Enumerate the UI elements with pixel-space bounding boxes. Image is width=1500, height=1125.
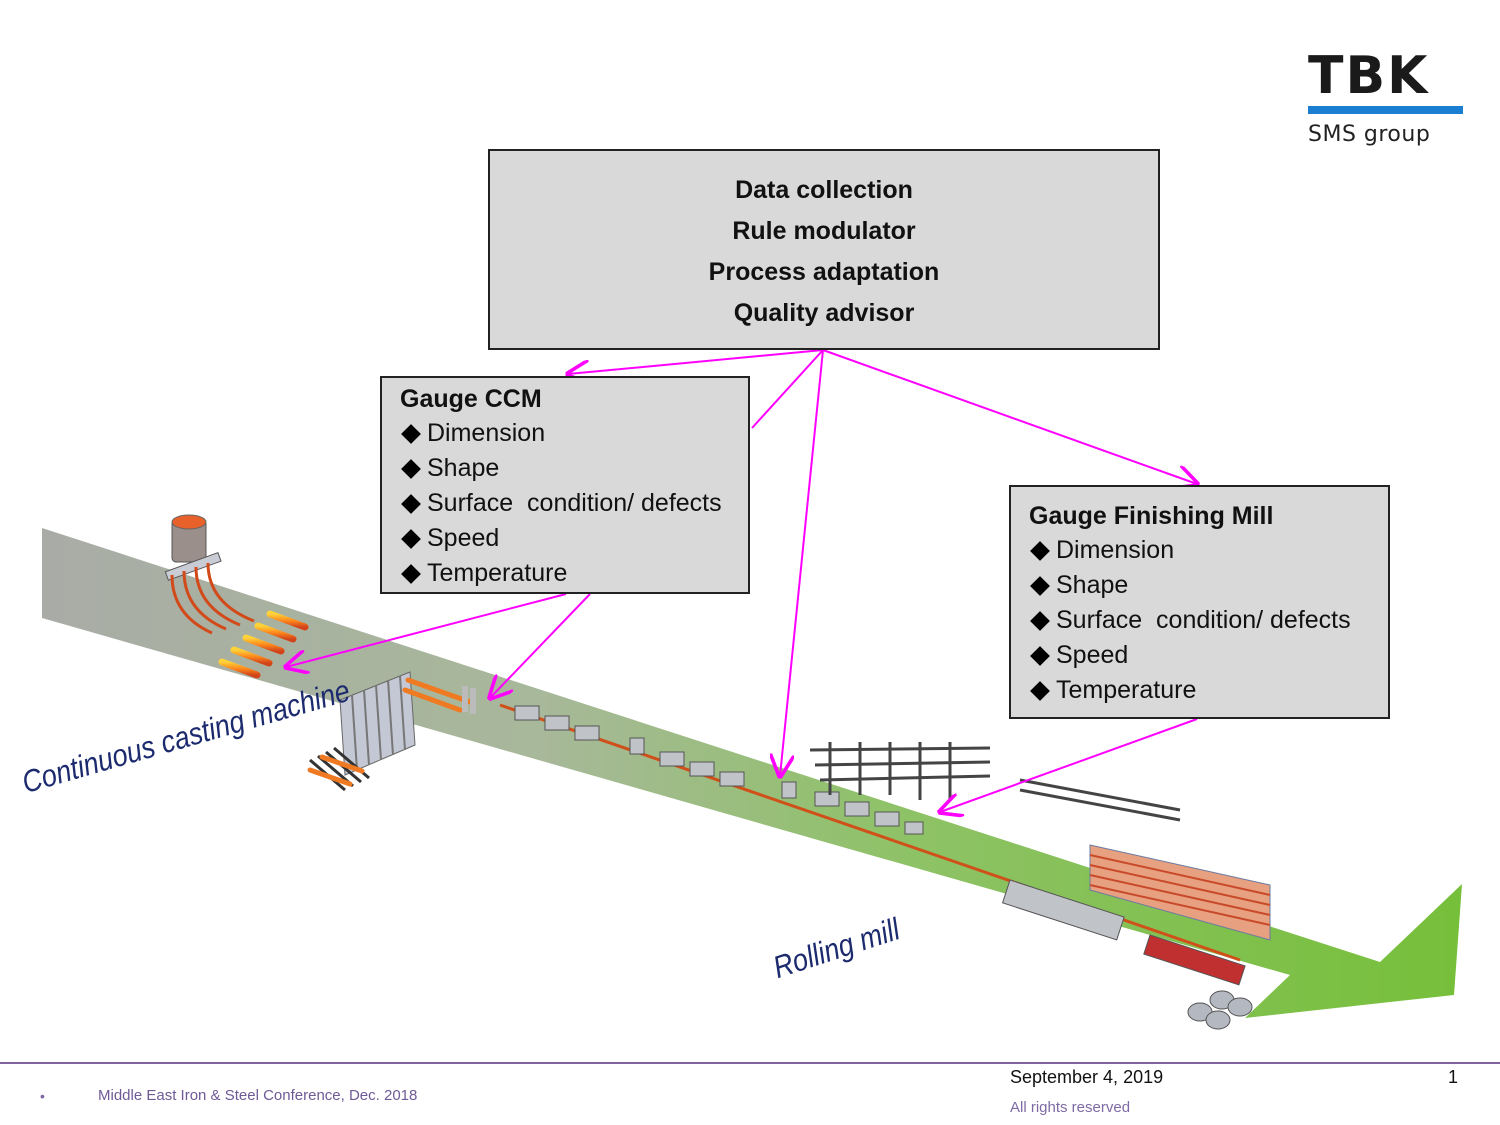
list-item: Speed bbox=[400, 521, 748, 556]
diamond-bullet-icon bbox=[1030, 540, 1050, 561]
gauge-finishing-mill-title: Gauge Finishing Mill bbox=[1029, 502, 1274, 530]
list-item-label: Temperature bbox=[427, 559, 568, 587]
list-item: Temperature bbox=[1029, 673, 1388, 708]
arrow-to-ccm-line bbox=[751, 349, 824, 429]
gauge-ccm-title: Gauge CCM bbox=[400, 385, 542, 413]
function-rule-modulator: Rule modulator bbox=[732, 217, 916, 245]
wire-coils-icon bbox=[1187, 990, 1253, 1030]
gauge-finishing-mill-box: Gauge Finishing Mill Dimension Shape Sur… bbox=[1009, 485, 1390, 719]
function-process-adaptation: Process adaptation bbox=[708, 258, 940, 286]
diamond-bullet-icon bbox=[401, 528, 421, 549]
list-item: Dimension bbox=[400, 416, 748, 451]
gauge-ccm-box: Gauge CCM Dimension Shape Surface condit… bbox=[380, 376, 750, 594]
diamond-bullet-icon bbox=[1030, 610, 1050, 631]
list-item: Speed bbox=[1029, 638, 1388, 673]
footer-divider bbox=[0, 1062, 1500, 1064]
list-item: Shape bbox=[400, 451, 748, 486]
diamond-bullet-icon bbox=[1030, 575, 1050, 596]
cooling-bed-icon bbox=[809, 742, 1181, 822]
arrow-to-rolling-stand bbox=[780, 349, 824, 776]
footer-date: September 4, 2019 bbox=[1010, 1067, 1164, 1087]
function-data-collection: Data collection bbox=[735, 176, 913, 204]
list-item-label: Surface condition/ defects bbox=[1056, 606, 1351, 634]
list-item: Shape bbox=[1029, 568, 1388, 603]
list-item-label: Dimension bbox=[427, 419, 546, 447]
list-item-label: Dimension bbox=[1056, 536, 1175, 564]
list-item: Dimension bbox=[1029, 533, 1388, 568]
list-item-label: Shape bbox=[1056, 571, 1129, 599]
list-item: Surface condition/ defects bbox=[1029, 603, 1388, 638]
diamond-bullet-icon bbox=[1030, 680, 1050, 701]
list-item-label: Surface condition/ defects bbox=[427, 489, 722, 517]
logo-divider-bar bbox=[1308, 106, 1463, 114]
list-item-label: Speed bbox=[427, 524, 500, 552]
footer-rights: All rights reserved bbox=[1010, 1099, 1131, 1116]
list-item-label: Temperature bbox=[1056, 676, 1197, 704]
casting-machine-icon bbox=[164, 514, 309, 679]
function-quality-advisor: Quality advisor bbox=[733, 299, 915, 327]
slide-number: 1 bbox=[1448, 1067, 1459, 1087]
list-item-label: Speed bbox=[1056, 641, 1129, 669]
diamond-bullet-icon bbox=[1030, 645, 1050, 666]
diamond-bullet-icon bbox=[401, 458, 421, 479]
arrow-ccm-to-billets bbox=[286, 593, 567, 667]
list-item: Temperature bbox=[400, 556, 748, 591]
arrow-to-gauge-ccm bbox=[568, 349, 824, 374]
diamond-bullet-icon bbox=[401, 563, 421, 584]
arrow-to-gauge-finishing-mill bbox=[822, 349, 1197, 484]
diamond-bullet-icon bbox=[401, 423, 421, 444]
central-functions-box: Data collection Rule modulator Process a… bbox=[488, 149, 1160, 350]
list-item-label: Shape bbox=[427, 454, 500, 482]
footer-bullet: • bbox=[40, 1088, 45, 1104]
diamond-bullet-icon bbox=[401, 493, 421, 514]
arrow-fm-to-mill bbox=[940, 718, 1198, 812]
reheating-furnace-icon bbox=[307, 671, 476, 792]
data-flow-arrows bbox=[286, 349, 1198, 812]
tbk-sms-logo: TBK SMS group bbox=[1308, 50, 1463, 147]
logo-wordmark: TBK bbox=[1308, 46, 1430, 106]
footer-conference: Middle East Iron & Steel Conference, Dec… bbox=[98, 1087, 418, 1104]
list-item: Surface condition/ defects bbox=[400, 486, 748, 521]
finished-bars-bed-icon bbox=[1089, 844, 1271, 941]
rolling-stands-icon bbox=[499, 703, 1246, 986]
logo-subtitle: SMS group bbox=[1308, 122, 1431, 147]
process-band-arrow bbox=[42, 528, 1462, 1018]
arrow-ccm-to-furnace-exit bbox=[490, 593, 591, 698]
